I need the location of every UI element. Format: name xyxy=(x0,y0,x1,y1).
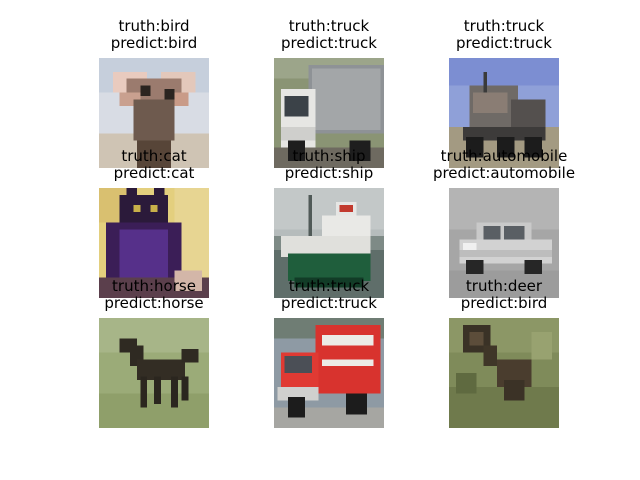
sample-title: truth:horse predict:horse xyxy=(54,278,254,312)
white-box-truck-image xyxy=(274,58,384,168)
sample-title: truth:truck predict:truck xyxy=(404,18,604,52)
truth-label: truth:deer xyxy=(465,277,543,295)
sample-title: truth:ship predict:ship xyxy=(229,148,429,182)
deer-in-grass-image xyxy=(449,318,559,428)
predict-label: predict:bird xyxy=(460,294,548,312)
truth-label: truth:truck xyxy=(288,277,370,295)
sample-title: truth:deer predict:bird xyxy=(404,278,604,312)
truth-label: truth:truck xyxy=(463,17,545,35)
predict-label: predict:automobile xyxy=(432,164,576,182)
sample-title: truth:bird predict:bird xyxy=(54,18,254,52)
truth-label: truth:horse xyxy=(112,277,196,295)
truth-label: truth:truck xyxy=(288,17,370,35)
predict-label: predict:truck xyxy=(456,34,552,52)
sample-title: truth:automobile predict:automobile xyxy=(404,148,604,182)
predict-label: predict:ship xyxy=(284,164,374,182)
sample-title: truth:cat predict:cat xyxy=(54,148,254,182)
green-ship-image xyxy=(274,188,384,298)
black-cat-image xyxy=(99,188,209,298)
predict-label: predict:truck xyxy=(281,34,377,52)
dark-horse-image xyxy=(99,318,209,428)
sample-title: truth:truck predict:truck xyxy=(229,278,429,312)
truth-label: truth:cat xyxy=(121,147,187,165)
truth-label: truth:automobile xyxy=(440,147,568,165)
truth-label: truth:bird xyxy=(118,17,190,35)
predict-label: predict:truck xyxy=(281,294,377,312)
ostrich-head-image xyxy=(99,58,209,168)
sample-title: truth:truck predict:truck xyxy=(229,18,429,52)
silver-car-image xyxy=(449,188,559,298)
predict-label: predict:horse xyxy=(104,294,204,312)
predict-label: predict:cat xyxy=(113,164,195,182)
red-fire-truck-image xyxy=(274,318,384,428)
truth-label: truth:ship xyxy=(292,147,366,165)
semi-truck-image xyxy=(449,58,559,168)
predict-label: predict:bird xyxy=(110,34,198,52)
